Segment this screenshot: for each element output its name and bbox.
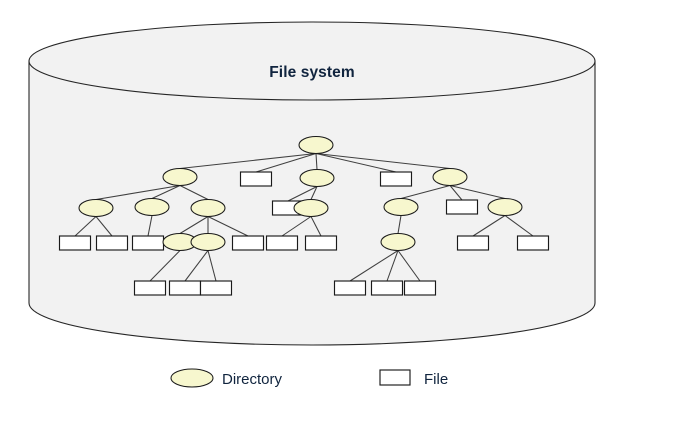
tree-edge xyxy=(449,184,506,200)
tree-edges xyxy=(74,152,534,282)
tree-edge xyxy=(255,152,317,173)
tree-edge xyxy=(315,152,451,170)
file-node[interactable] xyxy=(95,235,129,251)
file-node[interactable] xyxy=(239,171,273,187)
tree-edge xyxy=(184,250,209,282)
directory-node[interactable] xyxy=(162,167,198,187)
file-node[interactable] xyxy=(168,280,202,296)
file-node[interactable] xyxy=(58,235,92,251)
tree-edge xyxy=(315,152,397,173)
file-node[interactable] xyxy=(265,235,299,251)
tree-edge xyxy=(310,186,318,200)
directory-node[interactable] xyxy=(299,168,335,188)
cylinder-top xyxy=(28,21,596,101)
tree-edge xyxy=(207,250,217,282)
tree-edge xyxy=(149,250,181,282)
file-node[interactable] xyxy=(456,235,490,251)
tree-nodes xyxy=(58,135,550,296)
file-node[interactable] xyxy=(199,280,233,296)
directory-node[interactable] xyxy=(432,167,468,187)
tree-edge xyxy=(179,185,209,200)
file-node[interactable] xyxy=(445,199,479,215)
legend-directory-icon xyxy=(170,368,214,388)
file-node[interactable] xyxy=(516,235,550,251)
tree-edge xyxy=(95,184,181,201)
tree-edge xyxy=(151,185,181,199)
file-node[interactable] xyxy=(231,235,265,251)
tree-edge xyxy=(386,250,399,282)
tree-edge xyxy=(207,216,249,237)
legend-file-icon xyxy=(379,369,411,386)
tree-edge xyxy=(349,250,399,282)
file-node[interactable] xyxy=(370,280,404,296)
directory-node[interactable] xyxy=(78,198,114,218)
directory-node[interactable] xyxy=(293,198,329,218)
directory-node[interactable] xyxy=(380,232,416,252)
file-node[interactable] xyxy=(333,280,367,296)
tree-edge xyxy=(315,153,318,170)
tree-edge xyxy=(449,185,463,201)
tree-edge xyxy=(400,184,451,200)
tree-edge xyxy=(95,216,113,237)
directory-node[interactable] xyxy=(383,197,419,217)
tree-edge xyxy=(504,215,534,237)
legend: Directory File xyxy=(170,368,448,388)
tree-edge xyxy=(179,216,209,234)
tree-edge xyxy=(147,215,153,237)
page-title: File system xyxy=(269,64,355,81)
file-node[interactable] xyxy=(403,280,437,296)
directory-node[interactable] xyxy=(190,232,226,252)
directory-node[interactable] xyxy=(134,197,170,217)
file-node[interactable] xyxy=(379,171,413,187)
legend-file-label: File xyxy=(424,371,448,388)
tree-edge xyxy=(397,250,421,282)
tree-edge xyxy=(74,216,97,237)
file-node[interactable] xyxy=(133,280,167,296)
tree-edge xyxy=(287,186,318,202)
tree-edge xyxy=(397,215,402,234)
tree-edge xyxy=(281,216,312,237)
legend-directory-label: Directory xyxy=(222,371,283,388)
directory-node[interactable] xyxy=(487,197,523,217)
file-node[interactable] xyxy=(304,235,338,251)
tree-edge xyxy=(472,215,506,237)
directory-node[interactable] xyxy=(190,198,226,218)
file-node[interactable] xyxy=(131,235,165,251)
tree-edge xyxy=(179,152,317,170)
tree-edge xyxy=(310,216,322,237)
directory-node[interactable] xyxy=(298,135,334,155)
